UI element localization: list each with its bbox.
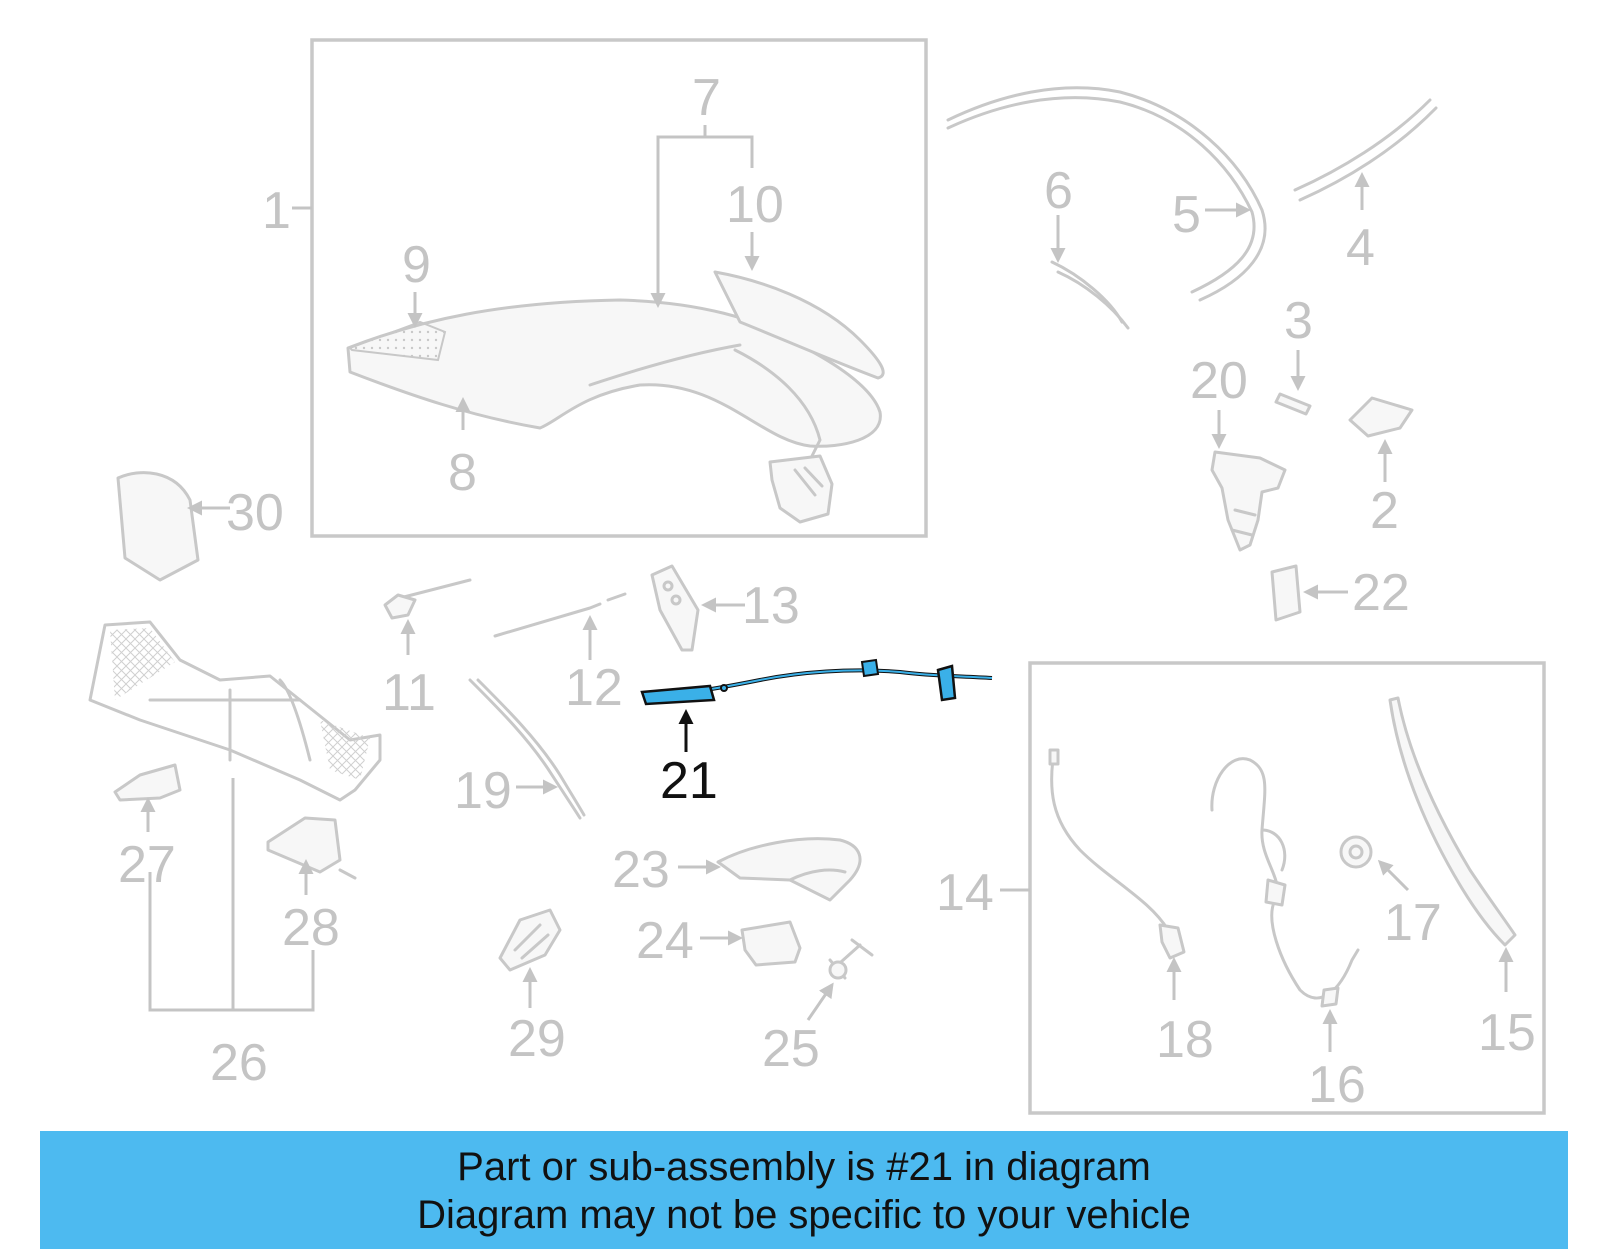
callout-18: 18 [1156,1011,1214,1069]
callout-6: 6 [1044,162,1073,220]
callout-10: 10 [726,176,784,234]
callout-17: 17 [1384,894,1442,952]
bracket-2 [1348,396,1414,438]
callout-3: 3 [1284,292,1313,350]
pin [1274,392,1312,416]
corner-seal [1050,260,1124,324]
strip-15 [1388,696,1517,947]
callout-15: 15 [1478,1004,1536,1062]
bracket-28 [266,816,342,874]
callout-29: 29 [508,1010,566,1068]
callout-1: 1 [262,182,291,240]
callout-21: 21 [660,752,718,810]
cover-30 [116,471,200,582]
roof-panel [346,298,882,448]
info-banner: Part or sub-assembly is #21 in diagram D… [40,1131,1568,1249]
bag-23 [716,837,862,902]
harness-16 [1210,757,1360,1000]
clip-24 [740,920,802,967]
bracket-27 [113,763,182,802]
roof-latch [768,454,834,524]
callout-2: 2 [1370,482,1399,540]
callout-28: 28 [282,899,340,957]
highlighted-cable-21 [640,658,993,706]
grommet-17 [1339,835,1373,869]
callout-20: 20 [1190,352,1248,410]
callout-30: 30 [226,484,284,542]
roof-assembly-box [310,38,928,538]
wiring-box [1028,661,1546,1115]
banner-line-2: Diagram may not be specific to your vehi… [417,1193,1191,1237]
callout-16: 16 [1308,1056,1366,1114]
callout-9: 9 [402,236,431,294]
cable-18 [1050,750,1170,932]
strip-19 [468,678,582,820]
bracket-29 [498,908,562,972]
rear-window [713,270,885,380]
bracket-13 [650,564,700,652]
rod-12 [493,592,627,638]
callout-4: 4 [1346,219,1375,277]
callout-5: 5 [1172,186,1201,244]
callout-11: 11 [382,664,436,722]
clip-22 [1270,564,1302,622]
banner-line-1: Part or sub-assembly is #21 in diagram [457,1145,1151,1189]
callout-8: 8 [448,444,477,502]
side-seal [1293,98,1432,192]
callout-24: 24 [636,912,694,970]
callout-14: 14 [936,864,994,922]
callout-26: 26 [210,1034,268,1092]
callout-23: 23 [612,841,670,899]
callout-19: 19 [454,762,512,820]
roof-seal [946,86,1267,302]
callout-22: 22 [1352,564,1410,622]
callout-7: 7 [692,69,721,127]
callout-25: 25 [762,1020,820,1078]
callout-27: 27 [118,836,176,894]
latch-motor [1210,450,1287,552]
callout-13: 13 [742,577,800,635]
callout-12: 12 [565,659,623,717]
